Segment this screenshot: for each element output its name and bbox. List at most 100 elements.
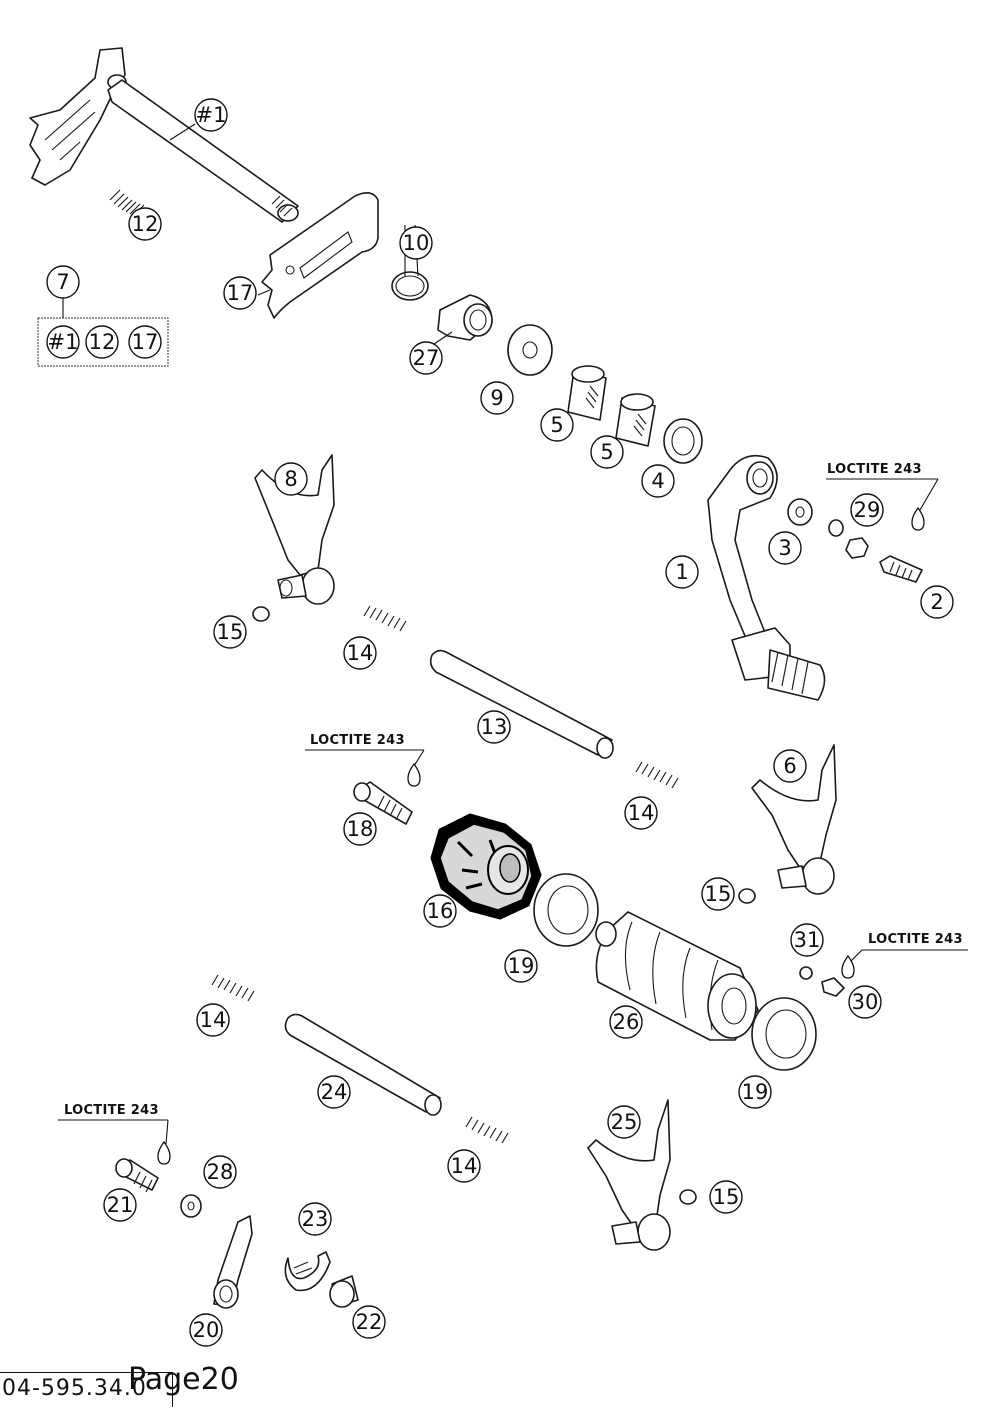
plate-17-part (261, 192, 379, 319)
loctite-label-1: LOCTITE 243 (826, 462, 939, 531)
part-callout: 20 (189, 1313, 223, 1347)
spring-14b-part (635, 761, 679, 789)
part-callout: 12 (128, 207, 162, 241)
shift-fork-8-part (254, 454, 335, 605)
pin-15a-part (252, 606, 270, 622)
washer-3-part (787, 498, 813, 526)
callout-number: 15 (705, 882, 732, 906)
spring-14c-part (211, 974, 255, 1002)
part-callout: 1 (665, 555, 699, 589)
washer-28-part (180, 1194, 202, 1218)
part-callout: 14 (447, 1149, 481, 1183)
callout-circle (46, 265, 80, 299)
pin-15b-part (738, 888, 756, 904)
spring-14d-part (465, 1116, 509, 1144)
callout-circle (738, 1075, 772, 1109)
spring-12-part (109, 189, 145, 216)
callout-circle (790, 923, 824, 957)
callout-circle (504, 949, 538, 983)
callout-circle (848, 985, 882, 1019)
callout-circle (540, 408, 574, 442)
callout-circle (352, 1305, 386, 1339)
callout-number: 16 (427, 899, 454, 923)
part-callout: 14 (343, 636, 377, 670)
callout-number: 14 (451, 1154, 478, 1178)
callout-number: 9 (490, 386, 503, 410)
part-callout: 5 (590, 435, 624, 469)
callout-number: 12 (89, 330, 116, 354)
part-callout: #1 (46, 325, 80, 359)
shift-rod-24-part (284, 1013, 442, 1116)
part-callout: 15 (701, 877, 735, 911)
shift-fork-25-part (587, 1099, 671, 1251)
callout-circle (709, 1180, 743, 1214)
part-callout: 6 (773, 749, 807, 783)
callout-circle (85, 325, 119, 359)
callout-number: 14 (628, 801, 655, 825)
callout-circle (128, 325, 162, 359)
part-callout: 2 (920, 585, 954, 619)
callout-number: 26 (613, 1010, 640, 1034)
part-callout: 10 (399, 226, 433, 260)
callout-number: 28 (207, 1160, 234, 1184)
part-callout: #1 (194, 98, 228, 132)
callout-number: 1 (675, 560, 688, 584)
loctite-label-4: LOCTITE 243 (58, 1103, 171, 1165)
callout-number: 7 (56, 270, 69, 294)
callout-circle (641, 464, 675, 498)
callout-number: 6 (783, 754, 796, 778)
callout-number: 17 (132, 330, 159, 354)
bearing-19b-part (751, 997, 817, 1071)
loctite-label-3: LOCTITE 243 (841, 932, 968, 979)
callout-circle (343, 812, 377, 846)
callout-circle (46, 325, 80, 359)
callout-circle (317, 1075, 351, 1109)
part-callout: 17 (128, 325, 162, 359)
callout-circle (298, 1202, 332, 1236)
callout-number: #1 (196, 103, 227, 127)
part-callout: 16 (423, 894, 457, 928)
part-callout: 26 (609, 1005, 643, 1039)
shift-drum-26-part (595, 911, 759, 1041)
spring-23-part (284, 1251, 331, 1292)
part-callout: 14 (196, 1003, 230, 1037)
callout-circle (399, 226, 433, 260)
callout-number: 13 (481, 715, 508, 739)
circlip-10-part (391, 224, 429, 301)
loctite-label-2: LOCTITE 243 (305, 733, 425, 787)
part-callout: 28 (203, 1155, 237, 1189)
part-callout: 12 (85, 325, 119, 359)
shift-lever-1-part (707, 454, 826, 701)
part-callout: 23 (298, 1202, 332, 1236)
part-callout: 8 (274, 462, 308, 496)
callout-circle (609, 1005, 643, 1039)
seal-4-part (663, 418, 703, 464)
callout-number: 20 (193, 1318, 220, 1342)
callout-circle (189, 1313, 223, 1347)
callout-circle (409, 341, 443, 375)
bush-27-part (437, 294, 493, 341)
part-callout: 5 (540, 408, 574, 442)
loctite-text: LOCTITE 243 (827, 462, 922, 477)
part-callout: 3 (768, 531, 802, 565)
callout-number: 12 (132, 212, 159, 236)
callout-number: 8 (284, 467, 297, 491)
callout-circle (607, 1105, 641, 1139)
callout-circle (128, 207, 162, 241)
callout-circle (196, 1003, 230, 1037)
callout-circle (701, 877, 735, 911)
spring-14a-part (363, 605, 407, 632)
kit-7-box (37, 317, 169, 367)
shift-shaft-part (29, 47, 299, 223)
loctite-text: LOCTITE 243 (64, 1103, 159, 1118)
callout-number: 15 (217, 620, 244, 644)
callout-circle (103, 1188, 137, 1222)
callout-number: 30 (852, 990, 879, 1014)
part-callout: 21 (103, 1188, 137, 1222)
callout-circle (920, 585, 954, 619)
loctite-text: LOCTITE 243 (868, 932, 963, 947)
part-callout: 24 (317, 1075, 351, 1109)
drawing-code: 04-595.34.0 (2, 1376, 147, 1401)
part-callout: 18 (343, 812, 377, 846)
part-callout: 30 (848, 985, 882, 1019)
